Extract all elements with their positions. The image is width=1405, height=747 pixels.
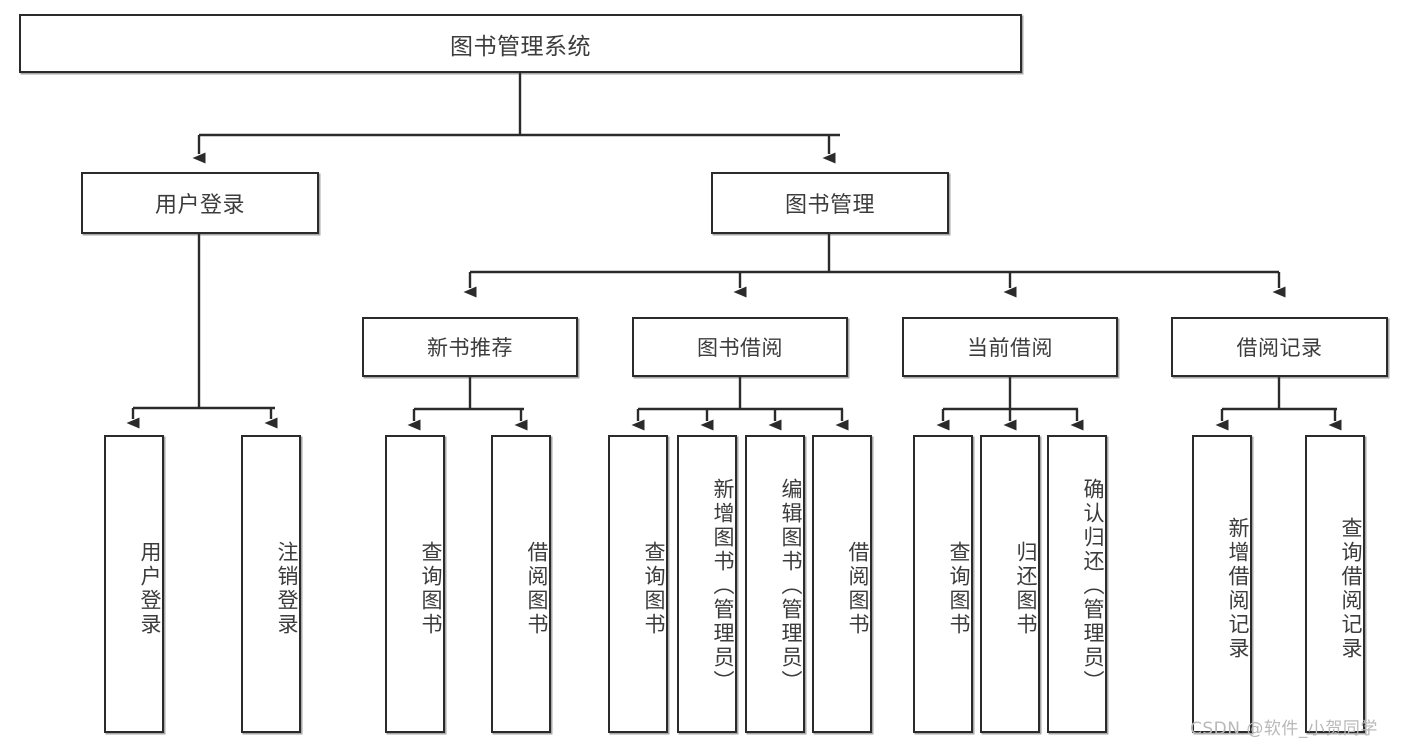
node-label: 用户登录 (138, 541, 162, 637)
leaf-add-borrow-record[interactable]: 新增借阅记录 (1192, 435, 1252, 733)
watermark: CSDN @软件_小贺同学 (1190, 719, 1378, 739)
node-label: 图书借阅 (697, 336, 783, 360)
node-current-borrow[interactable]: 当前借阅 (902, 317, 1118, 377)
node-root-book-management-system[interactable]: 图书管理系统 (19, 14, 1022, 73)
node-borrow-record[interactable]: 借阅记录 (1171, 317, 1388, 377)
node-label: 查询图书 (947, 541, 971, 637)
leaf-user-login[interactable]: 用户登录 (104, 435, 164, 733)
node-label: 注销登录 (275, 541, 299, 637)
node-label: 当前借阅 (967, 336, 1053, 360)
node-book-borrow[interactable]: 图书借阅 (632, 317, 848, 377)
node-label: 借阅记录 (1236, 336, 1323, 360)
node-label: 查询图书 (642, 541, 666, 637)
node-book-management[interactable]: 图书管理 (711, 172, 949, 234)
leaf-query-book-borrow[interactable]: 查询图书 (608, 435, 668, 733)
leaf-query-book-current[interactable]: 查询图书 (913, 435, 973, 733)
leaf-query-book-newbook[interactable]: 查询图书 (385, 435, 445, 733)
node-new-book-recommend[interactable]: 新书推荐 (362, 317, 578, 377)
node-label: 确认归还（管理员） (1081, 478, 1105, 694)
leaf-borrow-book[interactable]: 借阅图书 (812, 435, 872, 733)
leaf-edit-book-admin[interactable]: 编辑图书（管理员） (745, 435, 805, 733)
node-label: 查询借阅记录 (1339, 517, 1363, 661)
node-user-login[interactable]: 用户登录 (81, 172, 319, 234)
node-label: 新增借阅记录 (1226, 517, 1250, 661)
leaf-logout-login[interactable]: 注销登录 (241, 435, 301, 733)
node-label: 用户登录 (154, 193, 245, 218)
leaf-add-book-admin[interactable]: 新增图书（管理员） (677, 435, 737, 733)
node-label: 图书管理系统 (450, 33, 591, 60)
node-label: 查询图书 (419, 541, 443, 637)
node-label: 借阅图书 (846, 541, 870, 637)
leaf-query-borrow-record[interactable]: 查询借阅记录 (1305, 435, 1365, 733)
leaf-borrow-book-newbook[interactable]: 借阅图书 (491, 435, 551, 733)
node-label: 图书管理 (784, 193, 875, 218)
leaf-confirm-return-admin[interactable]: 确认归还（管理员） (1047, 435, 1107, 733)
node-label: 新书推荐 (427, 336, 513, 360)
node-label: 归还图书 (1014, 541, 1038, 637)
node-label: 借阅图书 (525, 541, 549, 637)
node-label: 新增图书（管理员） (711, 478, 735, 694)
node-label: 编辑图书（管理员） (779, 478, 803, 694)
leaf-return-book[interactable]: 归还图书 (980, 435, 1040, 733)
